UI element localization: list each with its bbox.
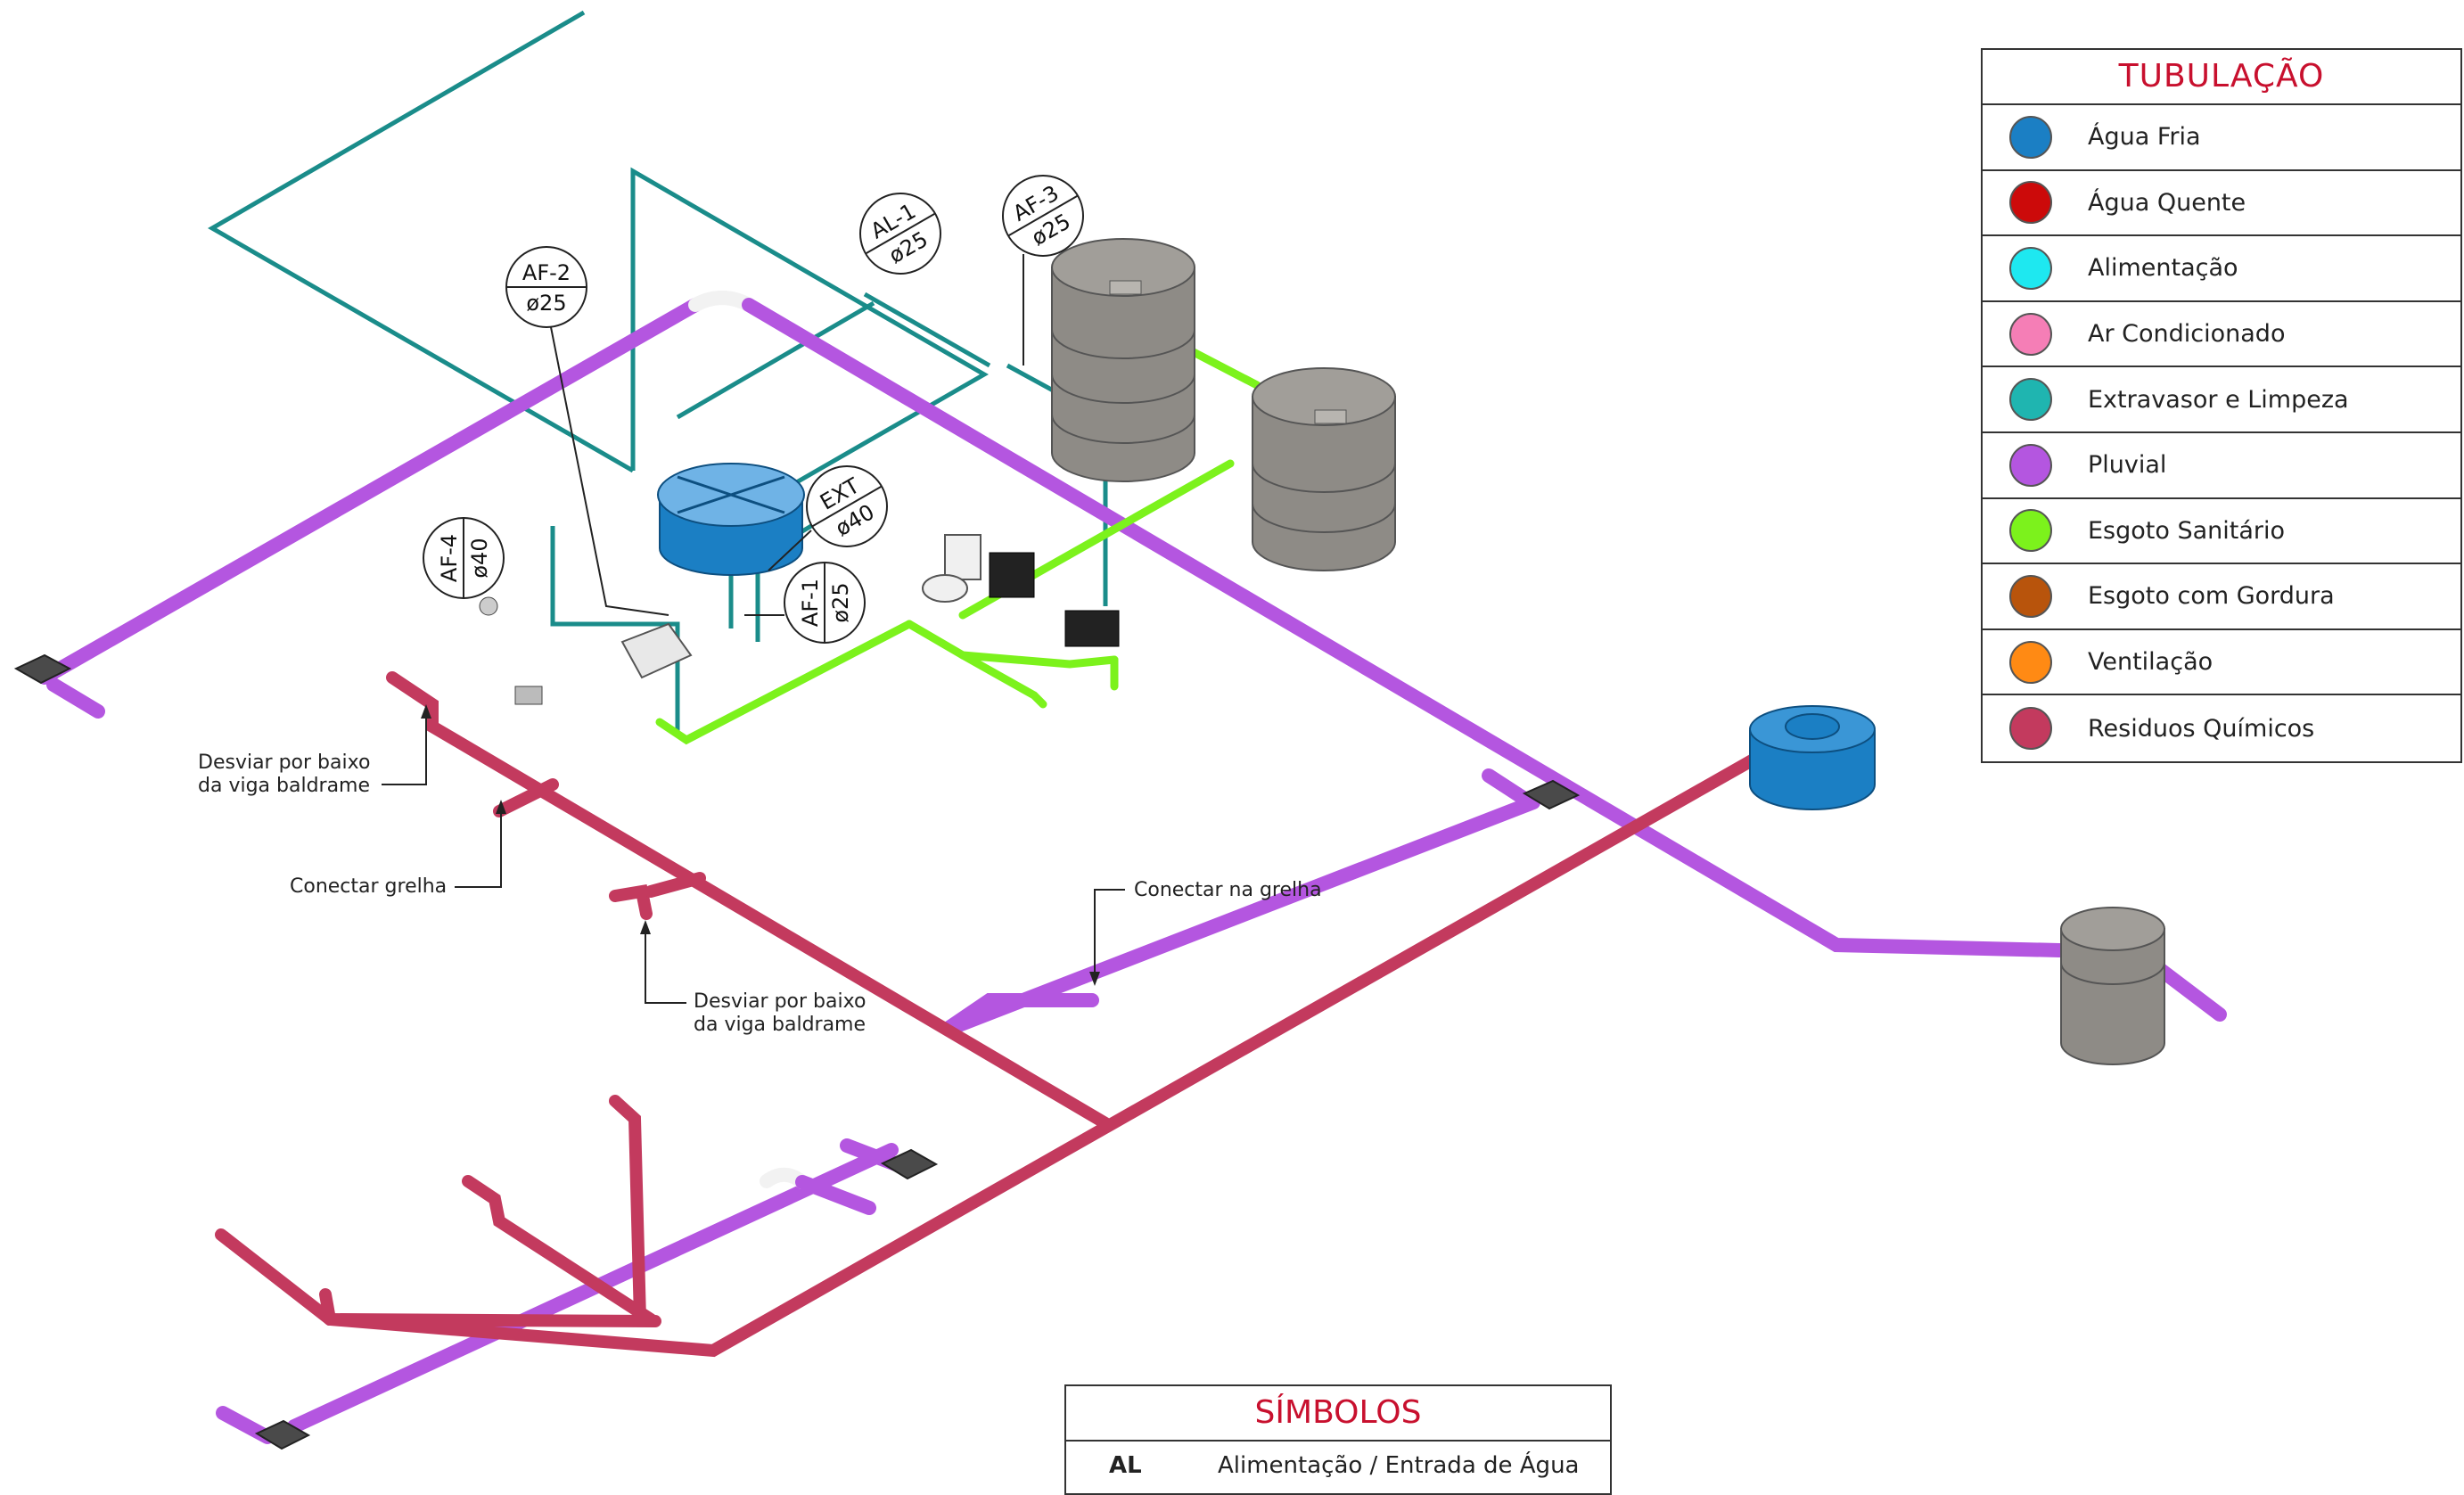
- tag-af4: AF-4 ø40: [423, 517, 505, 599]
- storage-tank-3: [2060, 907, 2165, 1065]
- tag-af2-size: ø25: [526, 291, 566, 316]
- legend-item: Pluvial: [1983, 433, 2460, 499]
- symbols-table: SÍMBOLOS AL Alimentação / Entrada de Águ…: [1064, 1384, 1612, 1495]
- legend-label: Ar Condicionado: [2088, 320, 2286, 349]
- legend-swatch: [2009, 246, 2052, 290]
- isometric-piping-diagram: AF-2 ø25 AL-1 ø25 AF-3 ø25 EXT ø40: [13, 10, 2227, 1450]
- floor-drains: [13, 653, 1581, 1450]
- legend-swatch: [2009, 181, 2052, 225]
- note-desviar-1-line2: da viga baldrame: [198, 775, 370, 797]
- symbols-row: AL Alimentação / Entrada de Água: [1066, 1442, 1610, 1479]
- legend-label: Pluvial: [2088, 451, 2167, 480]
- legend-swatch: [2009, 115, 2052, 159]
- legend-item: Residuos Químicos: [1983, 695, 2460, 761]
- legend-item: Água Quente: [1983, 171, 2460, 237]
- note-desviar-2-line1: Desviar por baixo: [694, 990, 866, 1013]
- legend-label: Ventilação: [2088, 648, 2213, 677]
- note-conectar-na-grelha-text: Conectar na grelha: [1134, 879, 1322, 901]
- note-desviar-1: Desviar por baixo da viga baldrame: [198, 704, 431, 797]
- legend-swatch: [2009, 707, 2052, 751]
- blue-water-tank: [657, 463, 805, 576]
- legend-swatch: [2009, 574, 2052, 618]
- symbols-title: SÍMBOLOS: [1066, 1386, 1610, 1442]
- legend-label: Água Quente: [2088, 188, 2246, 217]
- legend-swatch: [2009, 312, 2052, 356]
- legend-title: TUBULAÇÃO: [1983, 50, 2460, 105]
- residuos-quimicos-pipe-lines: [215, 671, 1785, 1358]
- legend-item: Alimentação: [1983, 236, 2460, 302]
- legend-label: Residuos Químicos: [2088, 714, 2315, 743]
- note-conectar-grelha-text: Conectar grelha: [290, 875, 447, 898]
- symbol-code: AL: [1109, 1452, 1142, 1479]
- tag-af4-size: ø40: [467, 538, 492, 578]
- legend-swatch: [2009, 378, 2052, 422]
- legend-item: Esgoto Sanitário: [1983, 499, 2460, 565]
- blue-cistern: [1749, 705, 1876, 810]
- legend-label: Alimentação: [2088, 254, 2238, 283]
- plumbing-fixtures: [479, 534, 1120, 705]
- legend-swatch: [2009, 443, 2052, 487]
- legend-item: Ar Condicionado: [1983, 302, 2460, 368]
- legend-swatch: [2009, 640, 2052, 684]
- legend-label: Esgoto com Gordura: [2088, 582, 2335, 611]
- tag-af1-size: ø25: [828, 582, 853, 622]
- note-desviar-1-line1: Desviar por baixo: [198, 752, 370, 774]
- storage-tank-1: [1051, 238, 1195, 482]
- storage-tank-2: [1252, 367, 1396, 571]
- tag-af4-name: AF-4: [437, 534, 462, 582]
- tag-af1-name: AF-1: [798, 579, 823, 627]
- tag-af2: AF-2 ø25: [505, 246, 669, 616]
- note-desviar-2: Desviar por baixo da viga baldrame: [640, 920, 866, 1036]
- note-desviar-2-line2: da viga baldrame: [694, 1014, 866, 1036]
- legend-label: Extravasor e Limpeza: [2088, 385, 2349, 414]
- legend-item: Ventilação: [1983, 630, 2460, 696]
- legend-item: Extravasor e Limpeza: [1983, 367, 2460, 433]
- tag-af3: AF-3 ø25: [1002, 175, 1084, 366]
- legend-swatch: [2009, 509, 2052, 553]
- note-conectar-na-grelha: Conectar na grelha: [1089, 879, 1322, 986]
- tag-ext: EXT ø40: [768, 465, 888, 571]
- legend-item: Água Fria: [1983, 105, 2460, 171]
- legend-label: Esgoto Sanitário: [2088, 516, 2286, 545]
- legend-label: Água Fria: [2088, 123, 2201, 152]
- tag-af2-name: AF-2: [522, 260, 571, 285]
- legend-item: Esgoto com Gordura: [1983, 564, 2460, 630]
- note-conectar-grelha: Conectar grelha: [290, 800, 506, 898]
- symbol-description: Alimentação / Entrada de Água: [1218, 1452, 1580, 1479]
- tag-al1: AL-1 ø25: [859, 193, 941, 275]
- tag-af1: AF-1 ø25: [744, 562, 866, 644]
